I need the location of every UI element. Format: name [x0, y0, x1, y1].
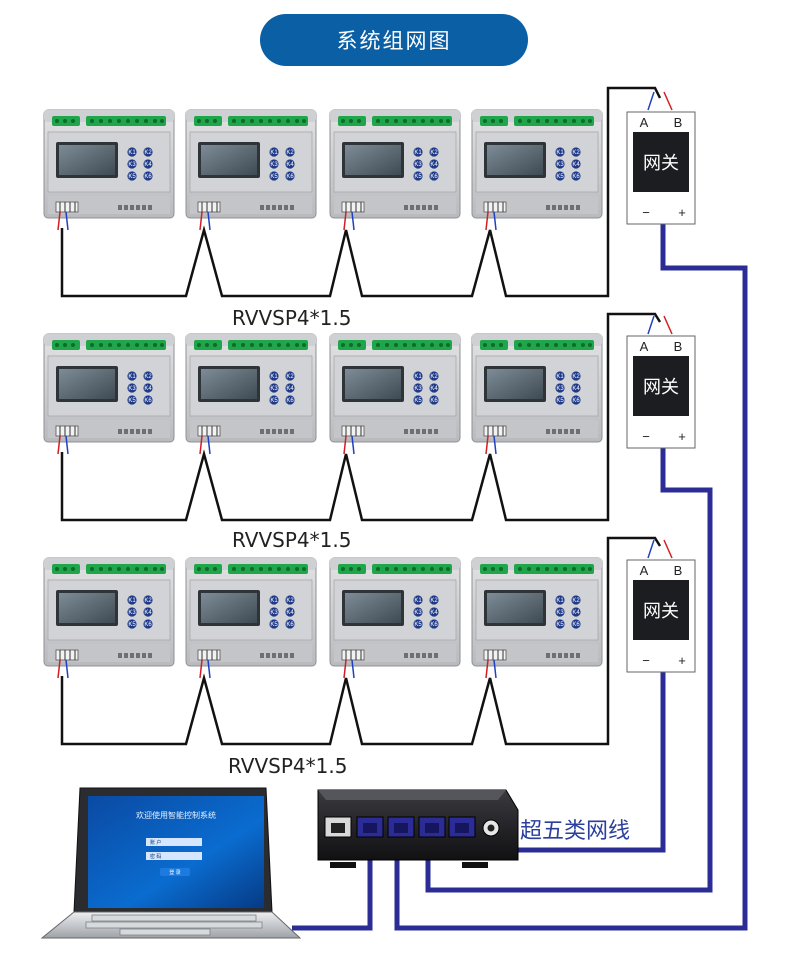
network-cable-laptop: [292, 830, 373, 931]
gateway-labels: A B 网关 − + A B 网关 − + A B 网关 − +: [640, 115, 686, 668]
network-cable-row-2: [425, 426, 713, 893]
gateway-a-label: A: [640, 115, 649, 130]
control-module: [329, 109, 461, 219]
control-module: [471, 109, 603, 219]
gateway-label: 网关: [643, 601, 679, 622]
bus-cable-row-1: [60, 86, 662, 298]
gateway-minus-label: −: [642, 205, 650, 220]
gateway-label: 网关: [643, 377, 679, 398]
gateway-a-label: A: [640, 563, 649, 578]
switch-ports: [324, 816, 500, 838]
gateway-b-label: B: [674, 563, 683, 578]
network-switch: [317, 789, 519, 868]
row-2: [43, 312, 696, 522]
gateway-b-label: B: [674, 115, 683, 130]
laptop-user-field: 账 户: [150, 839, 161, 846]
control-module: [185, 557, 317, 667]
switch-cable-label: 超五类网线: [520, 819, 630, 844]
control-module: [471, 333, 603, 443]
control-module: [43, 109, 175, 219]
laptop-screen-title: 欢迎使用智能控制系统: [136, 810, 216, 820]
laptop: 欢迎使用智能控制系统 账 户 密 码 登 录: [40, 787, 302, 939]
gateway-a-label: A: [640, 339, 649, 354]
laptop-pass-field: 密 码: [150, 853, 161, 860]
control-module: [185, 333, 317, 443]
control-module: [43, 557, 175, 667]
gateway-minus-label: −: [642, 429, 650, 444]
control-module: [185, 109, 317, 219]
gateway-label: 网关: [643, 153, 679, 174]
cable-label-row-1: RVVSP4*1.5: [232, 306, 351, 330]
control-module: [329, 557, 461, 667]
gateway-plus-label: +: [678, 205, 686, 220]
gateway-minus-label: −: [642, 653, 650, 668]
network-cable-row-1: [394, 200, 748, 931]
diagram-title: 系统组网图: [260, 14, 528, 66]
control-module: [329, 333, 461, 443]
gateway-plus-label: +: [678, 429, 686, 444]
gateway-b-label: B: [674, 339, 683, 354]
laptop-login-button: 登 录: [169, 869, 180, 876]
cable-label-row-2: RVVSP4*1.5: [232, 528, 351, 552]
row-1: [43, 86, 696, 298]
control-module: [43, 333, 175, 443]
cable-label-row-3: RVVSP4*1.5: [228, 754, 347, 778]
control-module: [471, 557, 603, 667]
row-3: [43, 536, 696, 746]
gateway-plus-label: +: [678, 653, 686, 668]
